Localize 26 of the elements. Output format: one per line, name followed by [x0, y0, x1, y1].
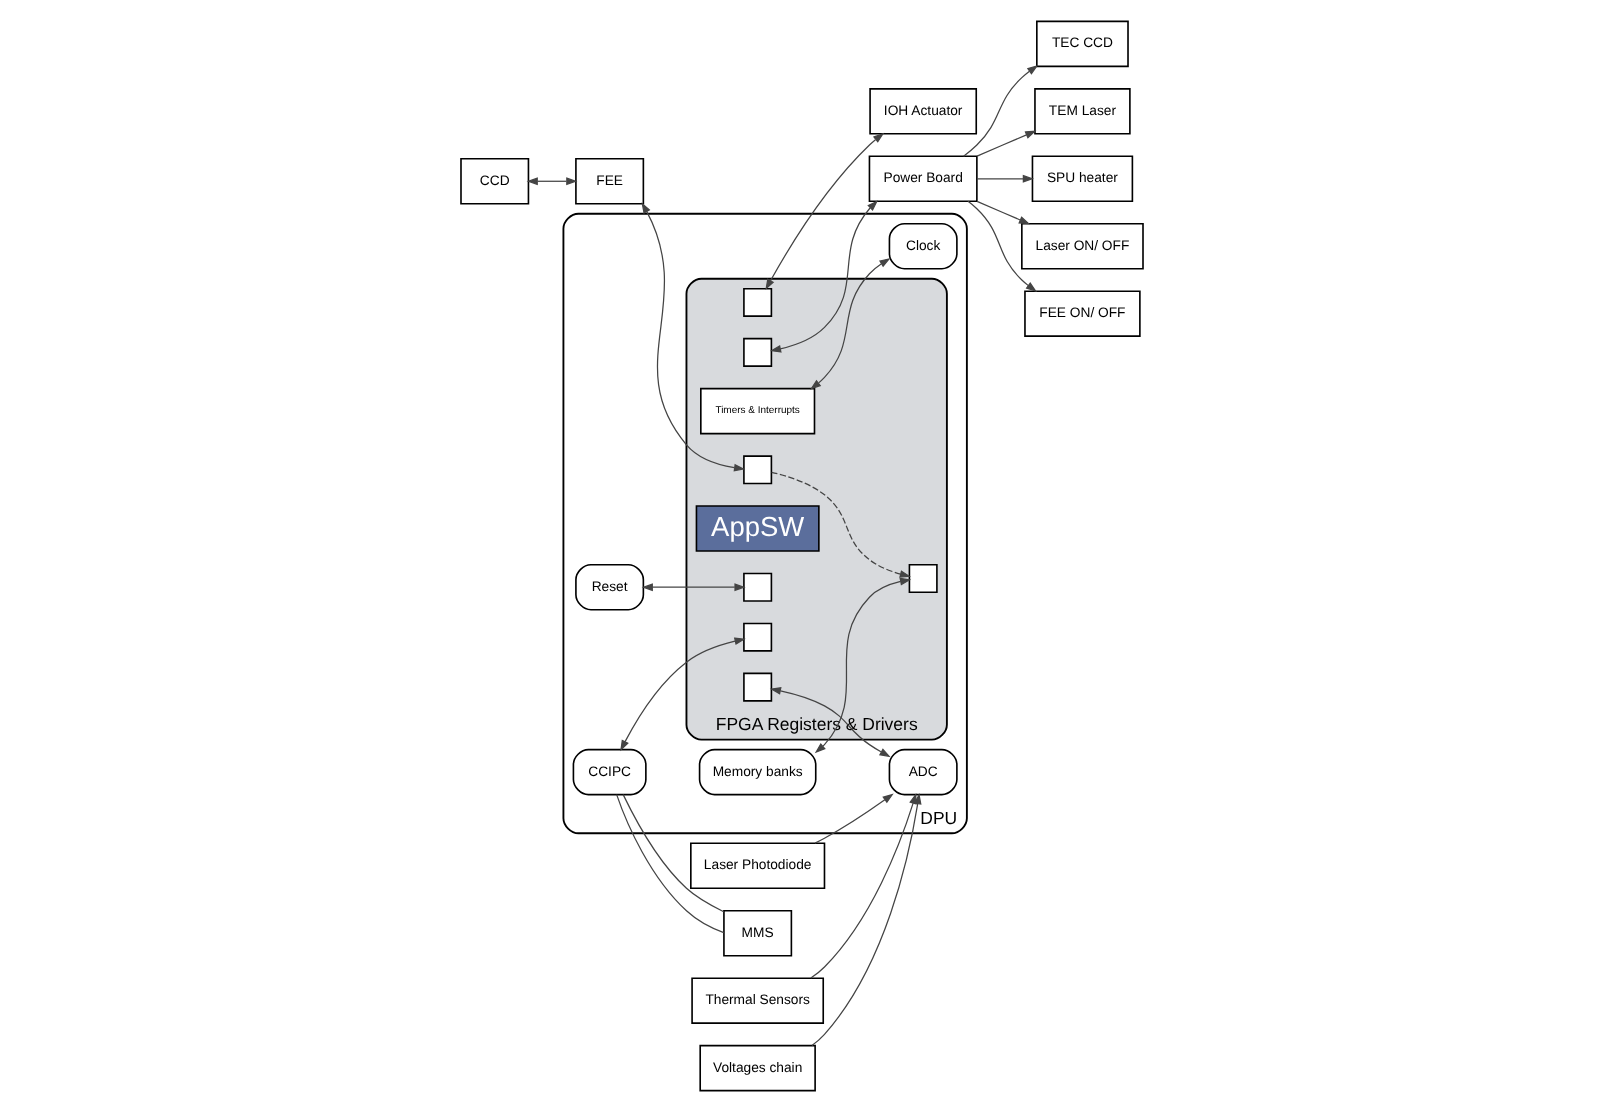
- arrow: [976, 174, 1034, 183]
- node-box: [743, 622, 773, 652]
- arrow: [976, 130, 1037, 157]
- arrow: [769, 200, 879, 353]
- connector: [622, 794, 725, 913]
- arrow: [814, 793, 894, 844]
- arrow: [814, 577, 912, 754]
- arrow: [620, 637, 746, 752]
- arrow: [976, 200, 1031, 225]
- connector: [616, 794, 725, 934]
- arrow: [963, 64, 1039, 157]
- node-box: AppSW: [695, 505, 820, 552]
- node-box: [743, 572, 773, 602]
- node-box: [908, 563, 938, 594]
- arrow: [765, 132, 885, 291]
- arrow: [526, 177, 578, 186]
- arrow: [641, 583, 746, 592]
- node-box: [743, 287, 773, 317]
- node-box: [743, 455, 773, 485]
- arrow: [769, 687, 891, 758]
- arrow: [771, 471, 912, 578]
- arrow: [641, 202, 746, 472]
- arrow: [967, 200, 1037, 292]
- node-box: [743, 337, 773, 367]
- arrow: [809, 258, 891, 390]
- node-box: [743, 672, 773, 702]
